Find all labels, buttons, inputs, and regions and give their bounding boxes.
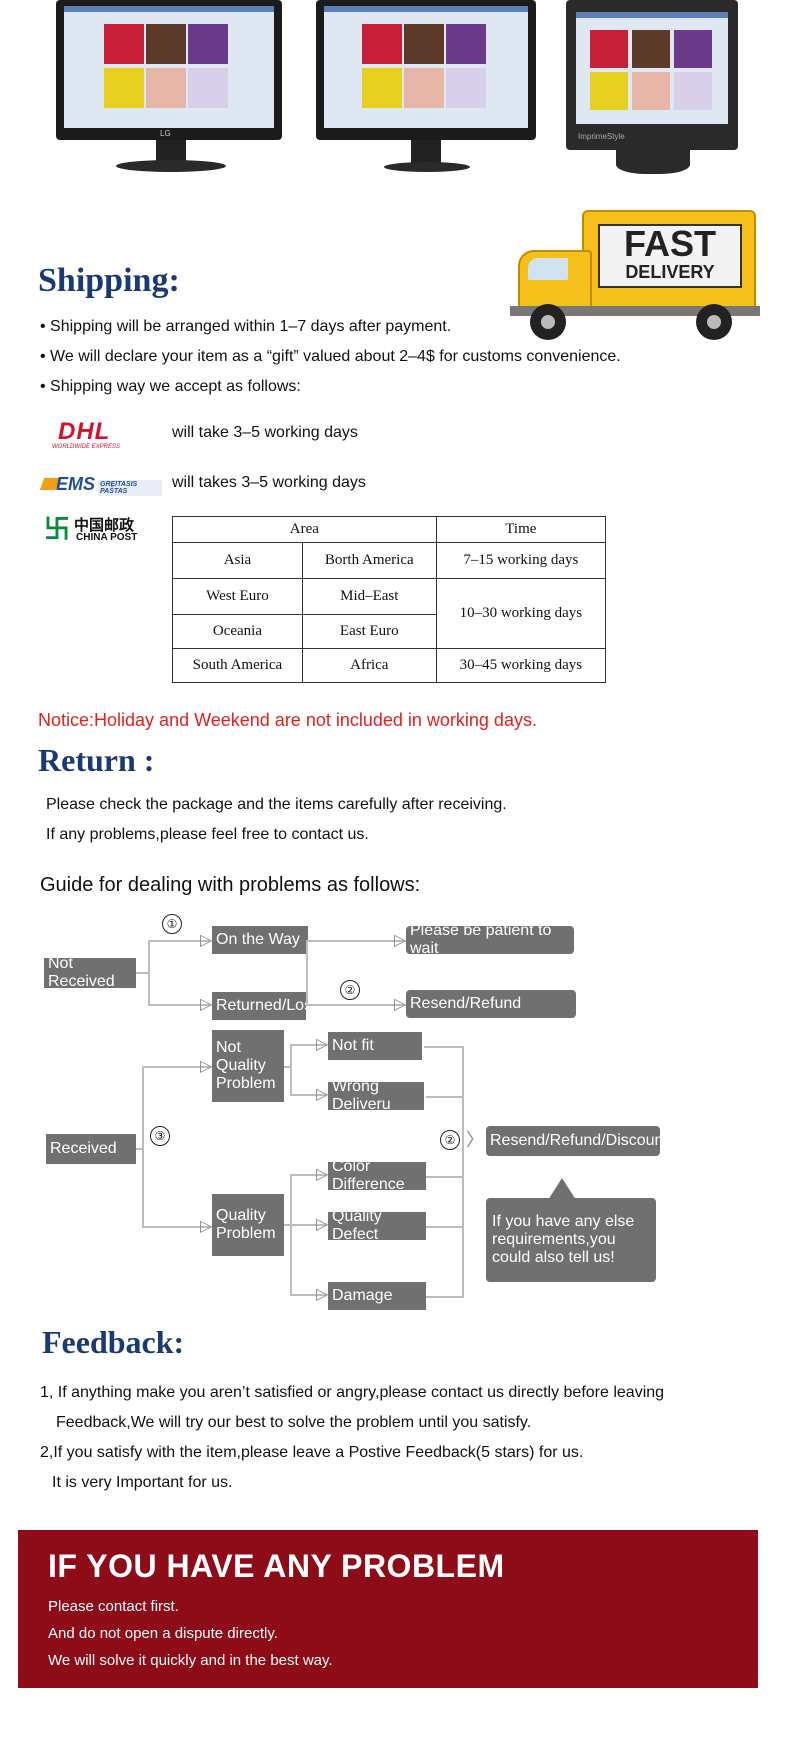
banner-title: IF YOU HAVE ANY PROBLEM: [48, 1548, 505, 1584]
table-cell: Mid–East: [301, 578, 437, 615]
flow-node-not-fit: Not fit: [328, 1032, 422, 1060]
flow-node-not-quality-problem: Not Quality Problem: [212, 1030, 284, 1102]
return-title: Return :: [38, 742, 155, 778]
working-days-notice: Notice:Holiday and Weekend are not inclu…: [38, 710, 537, 730]
return-line: Please check the package and the items c…: [46, 796, 507, 813]
flow-node-please-wait: Please be patient to wait: [406, 922, 574, 957]
shipping-bullet: • Shipping way we accept as follows:: [40, 378, 301, 395]
table-cell: Asia: [172, 542, 303, 579]
flow-node-on-the-way: On the Way: [212, 926, 308, 954]
table-cell: Africa: [301, 648, 437, 683]
fast-delivery-truck: FAST DELIVERY: [510, 210, 760, 345]
flow-node-damage: Damage: [328, 1282, 426, 1310]
banner-line: And do not open a dispute directly.: [48, 1625, 278, 1642]
table-cell: Borth America: [301, 542, 437, 579]
table-cell: 10–30 working days: [435, 578, 607, 649]
china-post-icon: 卐: [44, 514, 71, 544]
monitor-screen: [324, 6, 528, 128]
step-marker: ①: [162, 914, 182, 934]
table-header-time: Time: [435, 516, 607, 543]
feedback-line: It is very Important for us.: [52, 1474, 233, 1491]
flow-node-quality-defect: Quality Defect: [328, 1208, 426, 1243]
brand-label: LG: [160, 129, 171, 138]
monitor-right: ImprimeStyle: [566, 0, 746, 175]
table-cell: East Euro: [301, 614, 437, 649]
ems-logo: EMS GREITASIS PAŠTAS: [39, 472, 162, 496]
contact-banner: IF YOU HAVE ANY PROBLEM Please contact f…: [18, 1530, 758, 1688]
brand-label: ImprimeStyle: [578, 132, 625, 141]
truck-sign-fast: FAST: [623, 223, 716, 264]
flow-node-resend-refund: Resend/Refund: [406, 990, 576, 1018]
step-marker: ③: [150, 1126, 170, 1146]
table-header-area: Area: [172, 516, 437, 543]
flow-node-returned-lost: Returned/Lost: [212, 992, 317, 1020]
flow-node-wrong-delivery: Wrong Deliveru: [328, 1078, 424, 1113]
table-cell: 7–15 working days: [435, 542, 607, 579]
step-marker: ②: [440, 1130, 460, 1150]
shipping-bullet: • We will declare your item as a “gift” …: [40, 348, 621, 365]
shipping-bullet: • Shipping will be arranged within 1–7 d…: [40, 318, 452, 335]
shipping-time-table: Area Time Asia Borth America 7–15 workin…: [172, 516, 607, 683]
return-line: If any problems,please feel free to cont…: [46, 826, 369, 843]
dhl-logo: DHL WORLDWIDE EXPRESS: [52, 418, 121, 450]
flow-node-not-received: Not Received: [44, 955, 136, 990]
banner-line: We will solve it quickly and in the best…: [48, 1652, 333, 1669]
monitor-middle: [316, 0, 546, 175]
ems-duration: will takes 3–5 working days: [172, 474, 366, 491]
speech-bubble-tail: [548, 1178, 576, 1200]
feedback-line: 2,If you satisfy with the item,please le…: [40, 1444, 584, 1461]
flow-node-received: Received: [46, 1134, 136, 1164]
truck-sign: FAST DELIVERY: [598, 224, 742, 288]
step-marker: ②: [340, 980, 360, 1000]
monitor-screen: [64, 6, 274, 128]
feedback-line: 1, If anything make you aren’t satisfied…: [40, 1384, 665, 1401]
monitor-screen: [576, 12, 728, 124]
truck-sign-delivery: DELIVERY: [625, 262, 715, 282]
table-cell: 30–45 working days: [435, 648, 607, 683]
table-cell: Oceania: [172, 614, 303, 649]
flow-node-quality-problem: Quality Problem: [212, 1194, 284, 1256]
china-post-logo: 卐 中国邮政 CHINA POST: [44, 514, 138, 544]
dhl-duration: will take 3–5 working days: [172, 424, 358, 441]
feedback-line: Feedback,We will try our best to solve t…: [56, 1414, 532, 1431]
feedback-title: Feedback:: [42, 1324, 185, 1360]
monitor-left: LG: [56, 0, 286, 175]
shipping-title: Shipping:: [38, 262, 180, 299]
guide-heading: Guide for dealing with problems as follo…: [40, 874, 421, 896]
flow-node-color-difference: Color Difference: [328, 1158, 426, 1193]
flow-node-resend-refund-discount: Resend/Refund/Discount: [486, 1126, 668, 1156]
table-cell: West Euro: [172, 578, 303, 615]
table-cell: South America: [172, 648, 303, 683]
problem-flowchart: Not Received ▷ ▷ ① On the Way Returned/L…: [0, 900, 800, 1320]
flow-note-else-requirements: If you have any else requirements,you co…: [486, 1198, 656, 1282]
banner-line: Please contact first.: [48, 1598, 179, 1615]
